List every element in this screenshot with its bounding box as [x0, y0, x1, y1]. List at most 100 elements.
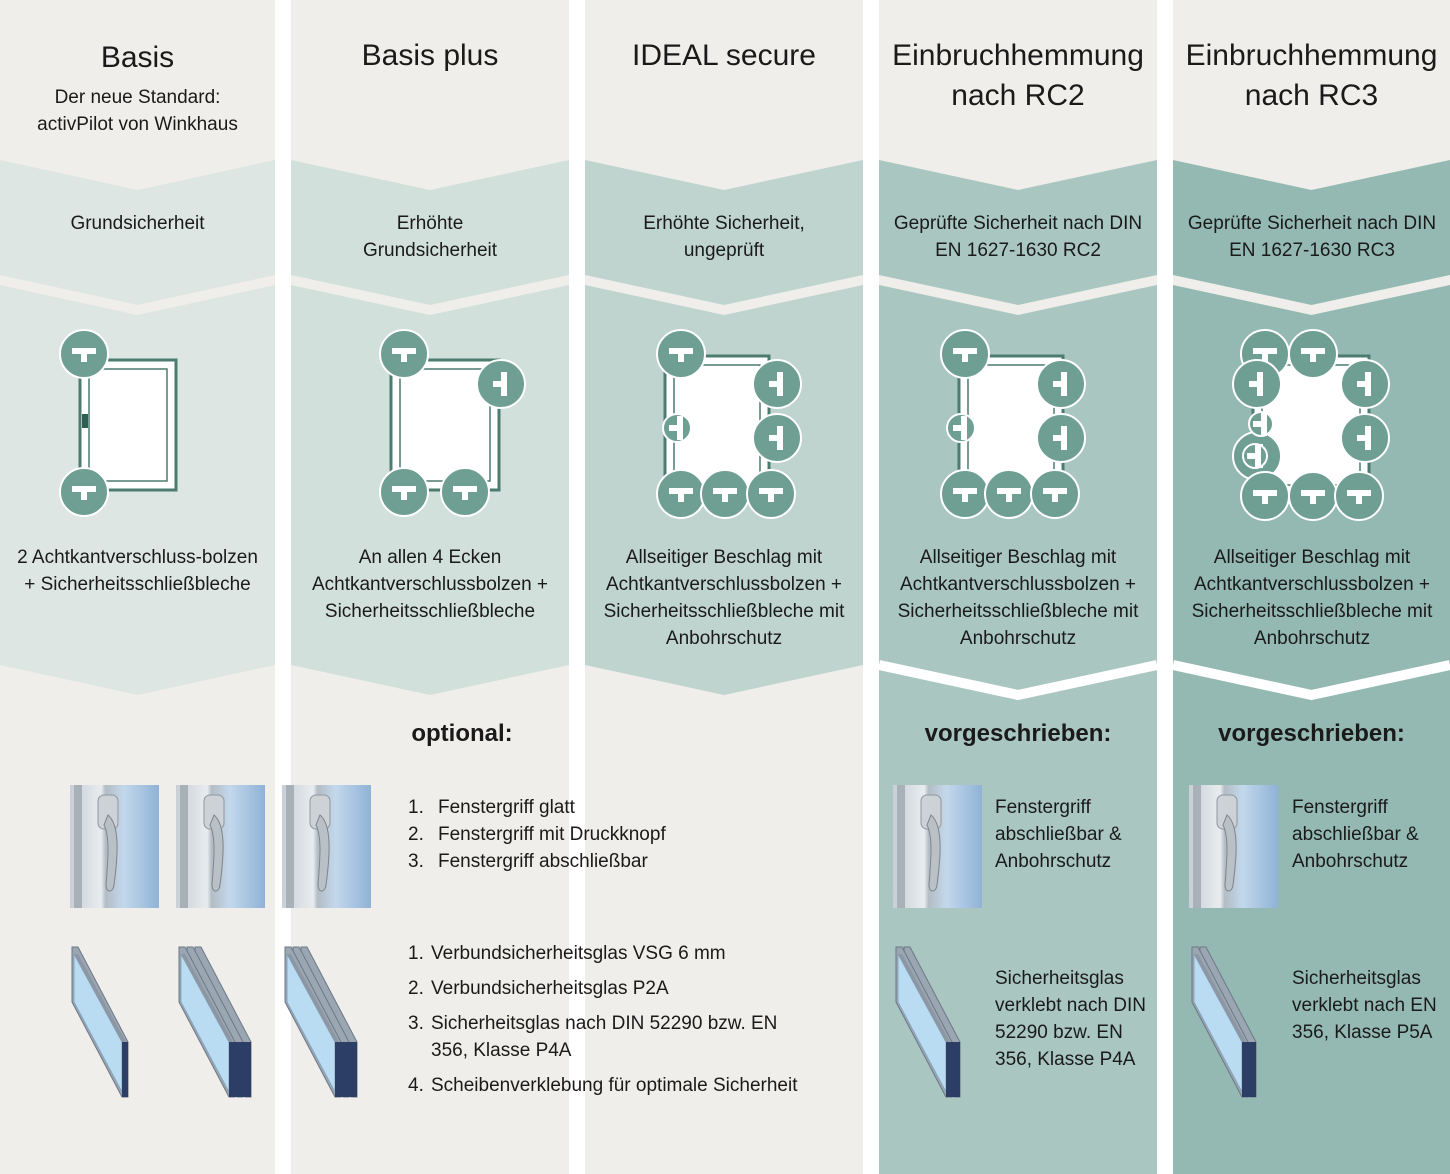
locking-bolt-icon	[379, 329, 429, 379]
glass-options-list: 1.Verbundsicherheitsglas VSG 6 mm 2.Verb…	[408, 940, 848, 1099]
locking-bolt-icon	[59, 467, 109, 517]
locking-bolt-icon	[1288, 329, 1338, 379]
bolt-pin	[1053, 435, 1061, 441]
column-gap	[1157, 0, 1173, 1174]
list-item: 4.Scheibenverklebung für optimale Sicher…	[408, 1075, 798, 1096]
bolt-plate	[713, 488, 737, 494]
glass-spacer	[946, 1042, 960, 1097]
rc3-heading: vorgeschrieben:	[1218, 720, 1405, 747]
handle-lever	[1222, 814, 1237, 892]
optional-heading: optional:	[411, 720, 513, 747]
column-gap	[569, 0, 585, 1174]
bolt-pin	[768, 494, 774, 502]
handle-marker	[82, 414, 88, 428]
bolt-plate	[72, 348, 96, 354]
bolt-pin	[1249, 381, 1257, 387]
glass-pane-double-image	[1191, 946, 1257, 1098]
rc2-heading: vorgeschrieben:	[924, 720, 1112, 747]
bolt-pin	[81, 492, 87, 500]
title-basis: Basis	[100, 41, 175, 74]
bolt-pin	[1310, 354, 1316, 362]
locking-bolt-icon	[984, 469, 1034, 519]
locking-bolt-icon	[746, 469, 796, 519]
bolt-pin	[1262, 496, 1268, 504]
subtitle-basis: Der neue Standard: activPilot von Winkha…	[37, 87, 238, 135]
frame-edge	[180, 785, 188, 908]
bolt-plate	[392, 348, 416, 354]
list-item: 3.Sicherheitsglas nach DIN 52290 bzw. EN…	[408, 1013, 778, 1061]
bolt-plate	[1061, 372, 1067, 396]
bolt-pin	[953, 425, 961, 431]
desc-basis-plus: An allen 4 Ecken Achtkantverschlussbolze…	[311, 547, 549, 622]
locking-bolt-icon	[1036, 359, 1086, 409]
frame-edge	[897, 785, 905, 908]
locking-bolt-icon	[940, 329, 990, 379]
column-gap	[863, 0, 879, 1174]
bolt-plate	[1253, 490, 1277, 496]
locking-bolt-icon	[752, 413, 802, 463]
locking-bolt-icon	[1334, 471, 1384, 521]
bolt-pin	[722, 494, 728, 502]
locking-bolt-icon	[946, 413, 976, 443]
bolt-plate	[1255, 444, 1261, 468]
bolt-pin	[493, 381, 501, 387]
window-sash	[88, 368, 168, 482]
desc-rc2: Allseitiger Beschlag mit Achtkantverschl…	[897, 547, 1139, 649]
locking-bolt-icon	[1288, 471, 1338, 521]
window-handle-image	[893, 785, 982, 908]
rc2-handle-text: Fenstergriff abschließbar & Anbohrschutz	[995, 797, 1122, 872]
window-diagram-basis-plus	[379, 329, 526, 517]
glass-pane-double-image	[895, 946, 961, 1098]
bolt-plate	[392, 486, 416, 492]
bolt-pin	[1253, 421, 1261, 427]
bolt-plate	[1301, 348, 1325, 354]
column-band-header	[291, 160, 569, 305]
window-diagram-rc2	[940, 329, 1086, 519]
bolt-plate	[453, 486, 477, 492]
bolt-plate	[759, 488, 783, 494]
glass-pane-triple-image	[284, 946, 358, 1098]
handle-lever	[103, 814, 118, 892]
desc-rc3: Allseitiger Beschlag mit Achtkantverschl…	[1191, 547, 1433, 649]
bolt-plate	[669, 348, 693, 354]
handle-lever	[209, 814, 224, 892]
bolt-pin	[462, 492, 468, 500]
bolt-pin	[678, 494, 684, 502]
bolt-pin	[1006, 494, 1012, 502]
glass-spacer	[1242, 1042, 1256, 1097]
locking-bolt-icon	[752, 359, 802, 409]
locking-bolt-icon	[1242, 443, 1268, 469]
frame-edge	[74, 785, 82, 908]
bolt-pin	[1357, 435, 1365, 441]
bolt-plate	[1365, 426, 1371, 450]
locking-bolt-icon	[476, 359, 526, 409]
window-diagram-rc3	[1232, 329, 1390, 521]
bolt-pin	[401, 492, 407, 500]
bolt-plate	[953, 488, 977, 494]
locking-bolt-icon	[662, 413, 692, 443]
bolt-plate	[1253, 348, 1277, 354]
glass-top-edge	[898, 954, 950, 1042]
band-rc3: Geprüfte Sicherheit nach DIN EN 1627-163…	[1187, 213, 1437, 261]
bolt-plate	[1043, 488, 1067, 494]
frame-edge	[286, 785, 294, 908]
bolt-plate	[677, 416, 683, 440]
glass-top-edge	[1194, 954, 1246, 1042]
bolt-plate	[1347, 490, 1371, 496]
glass-spacer	[335, 1042, 357, 1097]
locking-bolt-icon	[1036, 413, 1086, 463]
title-ideal-secure: IDEAL secure	[632, 39, 816, 72]
locking-bolt-icon	[656, 469, 706, 519]
bolt-plate	[1301, 490, 1325, 496]
bolt-plate	[1257, 372, 1263, 396]
column-band-header	[585, 160, 863, 305]
glass-top-edge	[287, 954, 339, 1042]
band-rc2: Geprüfte Sicherheit nach DIN EN 1627-163…	[893, 213, 1143, 261]
bolt-pin	[1310, 496, 1316, 504]
list-item: 1.Fenstergriff glatt	[408, 797, 575, 818]
bolt-pin	[962, 494, 968, 502]
bolt-pin	[1357, 381, 1365, 387]
bolt-plate	[72, 486, 96, 492]
bolt-pin	[1247, 453, 1255, 459]
column-divider-chevron	[1171, 660, 1450, 701]
